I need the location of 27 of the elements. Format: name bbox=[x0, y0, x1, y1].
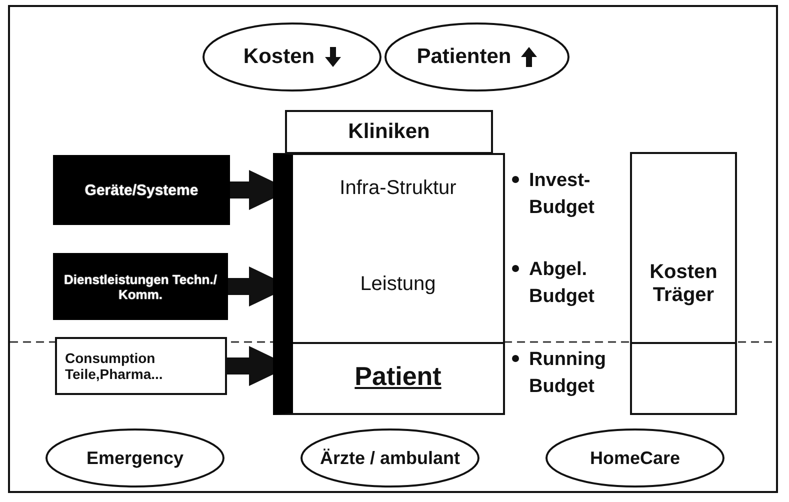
cost-bearer-box bbox=[630, 152, 737, 415]
ellipse-node bbox=[384, 22, 570, 92]
input-box bbox=[53, 155, 230, 225]
node-text: Dienstleistungen Techn./ Komm. bbox=[63, 272, 218, 302]
node-text: Emergency bbox=[86, 448, 184, 468]
node-text: HomeCare bbox=[590, 448, 680, 468]
ellipse-node bbox=[545, 428, 725, 488]
ellipse-node bbox=[202, 22, 382, 92]
budget-text: Invest- Budget bbox=[529, 169, 596, 220]
ellipse-node bbox=[45, 428, 225, 488]
section-text: Leistung bbox=[360, 273, 436, 296]
patient-heading: Patient bbox=[354, 361, 442, 392]
header-box bbox=[285, 110, 493, 154]
node-text: Kosten bbox=[243, 45, 315, 69]
input-box bbox=[55, 337, 227, 395]
budget-text: Running Budget bbox=[529, 348, 608, 399]
input-box bbox=[53, 253, 228, 320]
node-text: Geräte/Systeme bbox=[84, 182, 198, 198]
section-text: Infra-Struktur bbox=[340, 177, 456, 200]
node-text: Patienten bbox=[416, 45, 512, 69]
node-text: Kosten Träger bbox=[648, 260, 718, 306]
node-text: Ärzte / ambulant bbox=[320, 448, 460, 468]
node-text: Kliniken bbox=[348, 120, 430, 144]
clinic-box bbox=[273, 153, 505, 415]
ellipse-node bbox=[300, 428, 480, 488]
budget-text: Abgel. Budget bbox=[529, 258, 596, 309]
node-text: Consumption Teile,Pharma... bbox=[65, 350, 164, 382]
